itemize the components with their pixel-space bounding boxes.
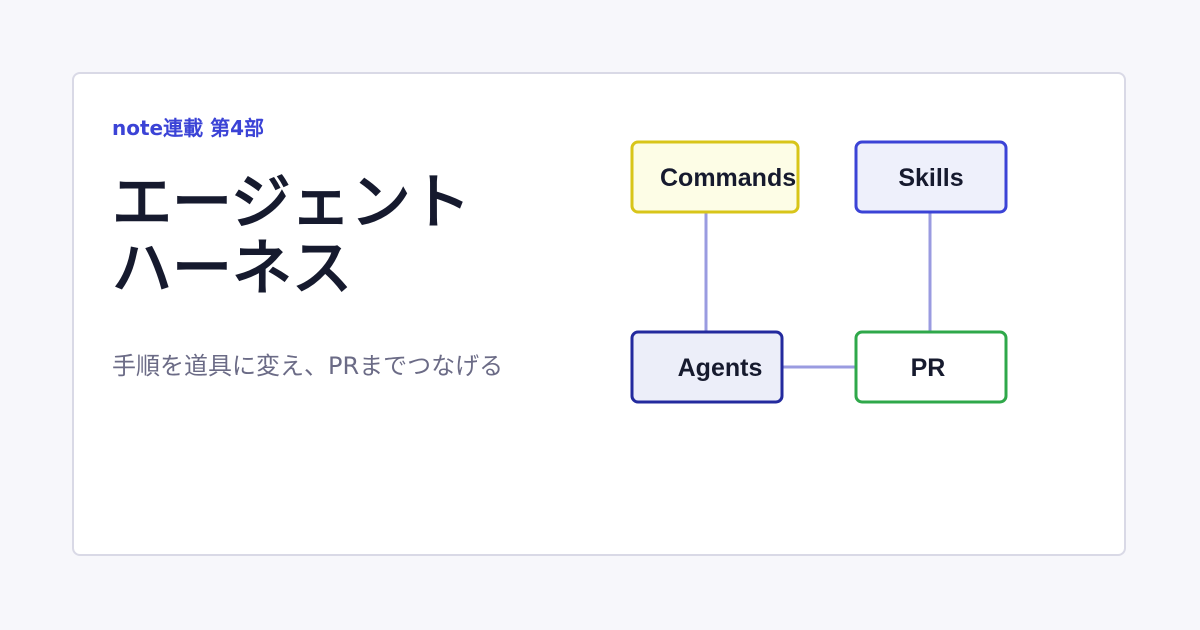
node-agents: Agents xyxy=(630,330,784,404)
series-label: note連載 第4部 xyxy=(112,116,264,140)
title-line-1: エージェント xyxy=(112,168,471,238)
node-pr: PR xyxy=(854,330,1008,404)
node-commands-label: Commands xyxy=(660,164,796,192)
node-skills: Skills xyxy=(854,140,1008,214)
subtitle: 手順を道具に変え、PRまでつなげる xyxy=(112,352,504,380)
node-skills-label: Skills xyxy=(898,164,963,192)
node-pr-label: PR xyxy=(911,354,946,382)
page-title: エージェント ハーネス xyxy=(112,170,471,302)
node-pr-box xyxy=(854,330,1008,404)
node-agents-label: Agents xyxy=(678,354,763,382)
node-skills-box xyxy=(854,140,1008,214)
node-agents-box xyxy=(630,330,784,404)
node-commands: Commands xyxy=(630,140,800,214)
title-line-2: ハーネス xyxy=(112,234,352,304)
node-commands-box xyxy=(630,140,800,214)
